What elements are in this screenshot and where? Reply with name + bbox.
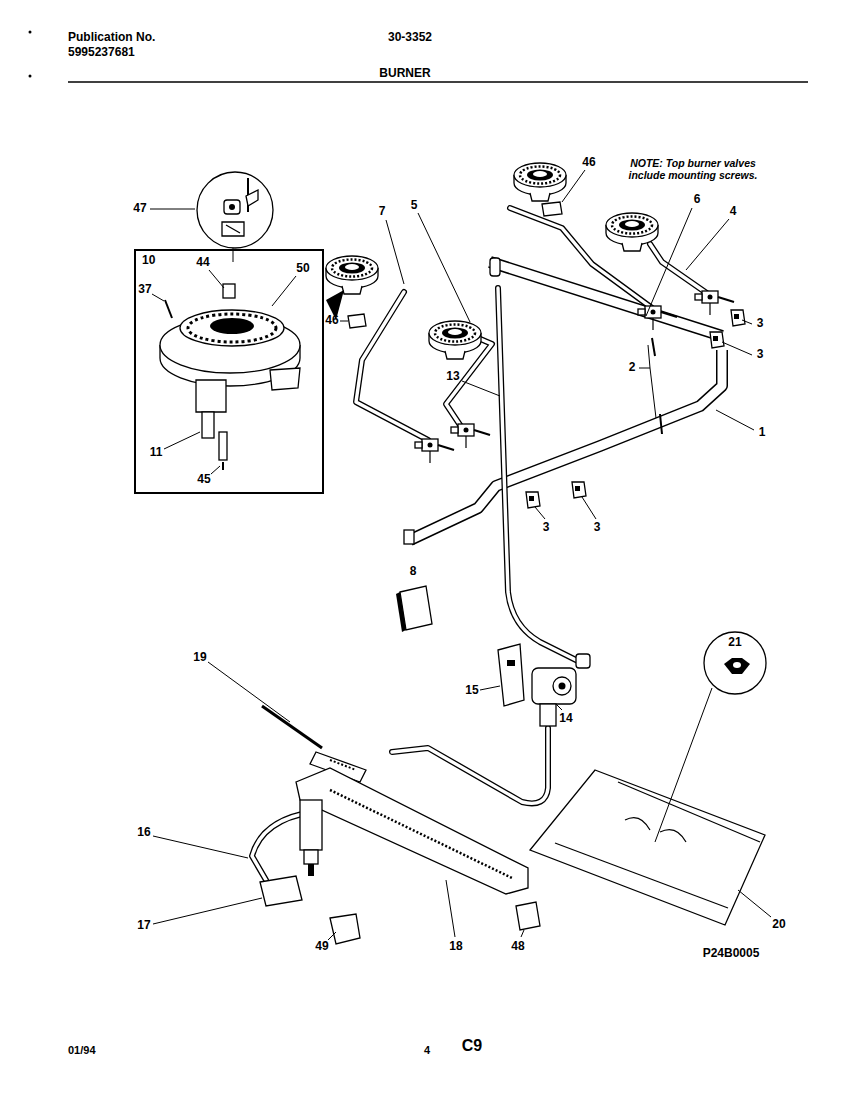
callout-number: 11 <box>150 446 163 459</box>
callout-number: 1 <box>759 426 766 439</box>
callout-number: 8 <box>410 565 417 578</box>
callout-number: 3 <box>543 521 550 534</box>
model-number: 30-3352 <box>388 31 432 44</box>
callout-number: 7 <box>379 205 386 218</box>
callout-number: 3 <box>594 521 601 534</box>
callout-number: 50 <box>296 262 309 275</box>
callout-number: 5 <box>411 199 418 212</box>
inset-box: 10 <box>134 249 324 494</box>
callout-number: 3 <box>757 317 764 330</box>
publication-number: 5995237681 <box>68 46 135 59</box>
inset-burner <box>160 284 344 470</box>
date-code: 01/94 <box>68 1044 96 1056</box>
callout-number: 4 <box>730 205 737 218</box>
igniter <box>262 706 366 782</box>
callout-number: 14 <box>559 712 572 725</box>
diagram-code: P24B0005 <box>703 947 760 960</box>
callout-number: 16 <box>137 826 150 839</box>
callout-number: 47 <box>133 202 146 215</box>
callout-number: 10 <box>142 254 316 267</box>
leader-lines <box>150 170 771 940</box>
valves-and-clips <box>348 202 745 508</box>
callout-number: 46 <box>582 156 595 169</box>
callout-number: 17 <box>137 919 150 932</box>
callout-number: 18 <box>449 940 462 953</box>
page-number: 4 <box>424 1044 430 1056</box>
callout-number: 49 <box>315 940 328 953</box>
callout-number: 3 <box>757 348 764 361</box>
callout-number: 20 <box>772 918 785 931</box>
detail-circle: 21 <box>703 631 767 695</box>
page-code: C9 <box>462 1037 482 1055</box>
note-text: NOTE: Top burner valves include mounting… <box>613 158 773 181</box>
callout-number: 48 <box>511 940 524 953</box>
baffle <box>530 770 765 925</box>
oven-burner <box>260 768 540 944</box>
section-title: BURNER <box>379 67 430 80</box>
callout-number: 46 <box>325 314 338 327</box>
header-rule <box>29 31 809 83</box>
callout-number: 13 <box>446 370 459 383</box>
nut-detail <box>655 658 750 842</box>
callout-number: 21 <box>703 636 767 649</box>
callout-number: 44 <box>196 256 209 269</box>
callout-number: 45 <box>197 473 210 486</box>
callout-number: 6 <box>694 193 701 206</box>
regulator-and-module <box>396 586 590 726</box>
callout-number: 15 <box>465 684 478 697</box>
callout-number: 19 <box>193 651 206 664</box>
callout-number: 37 <box>138 283 151 296</box>
top-burners <box>326 163 658 359</box>
publication-label: Publication No. <box>68 31 155 44</box>
callout-number: 2 <box>629 361 636 374</box>
